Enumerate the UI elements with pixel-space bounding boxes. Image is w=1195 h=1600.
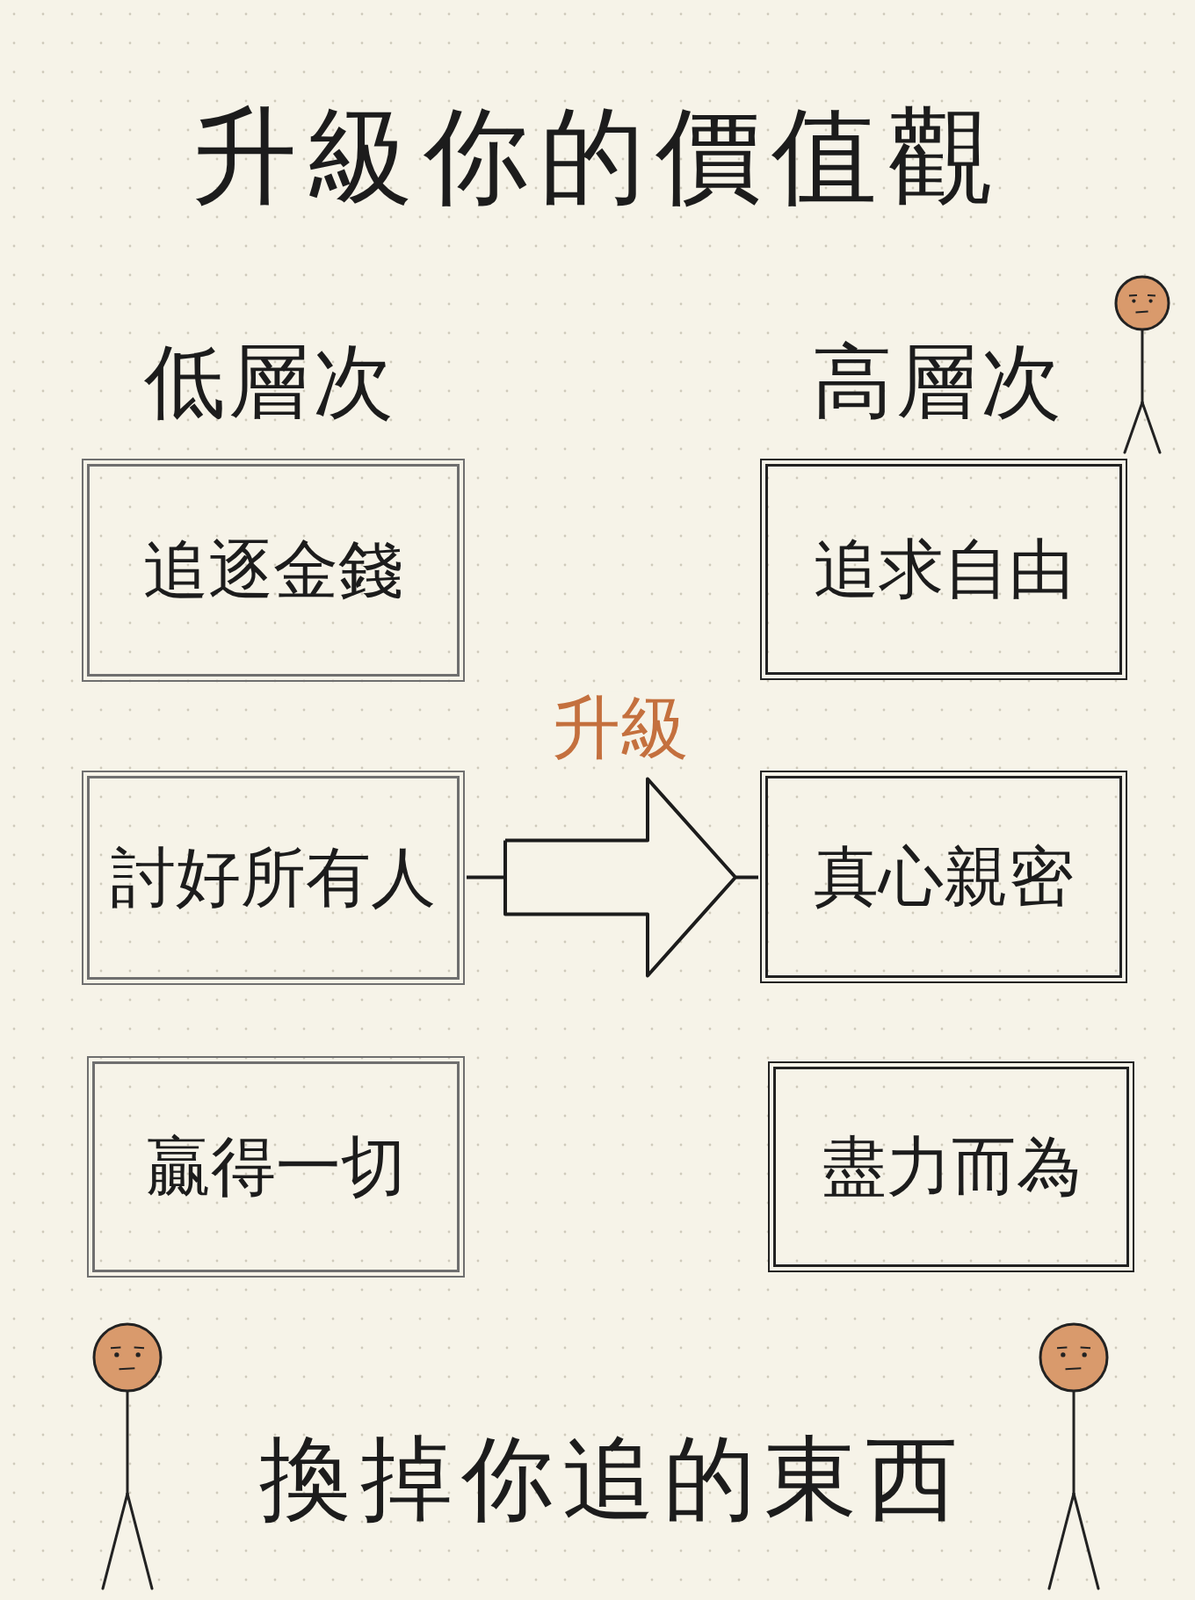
column-heading: 高層次 <box>811 337 1065 427</box>
arrow-label: 升級 <box>548 690 693 767</box>
box-text: 盡力而為 <box>821 1130 1082 1203</box>
box-text: 贏得一切 <box>145 1130 406 1203</box>
value-box: 追逐金錢 <box>86 463 460 677</box>
box-text: 真心親密 <box>813 840 1074 913</box>
stick-figure <box>1115 276 1169 453</box>
caption-line: 換掉你追的東西 <box>259 1428 967 1531</box>
value-box: 追求自由 <box>765 463 1123 675</box>
title: 升級你的價值觀 <box>191 98 1004 215</box>
value-box: 盡力而為 <box>773 1066 1130 1268</box>
value-box: 討好所有人 <box>86 775 460 980</box>
column-heading: 低層次 <box>144 337 398 427</box>
stick-figure <box>94 1324 161 1589</box>
box-text: 追逐金錢 <box>143 534 404 606</box>
box-text: 追求自由 <box>813 533 1074 605</box>
box-text: 討好所有人 <box>110 841 436 913</box>
value-box: 真心親密 <box>765 775 1123 978</box>
upgrade-arrow <box>466 779 759 977</box>
value-box: 贏得一切 <box>92 1061 460 1273</box>
stick-figure <box>1040 1324 1108 1589</box>
